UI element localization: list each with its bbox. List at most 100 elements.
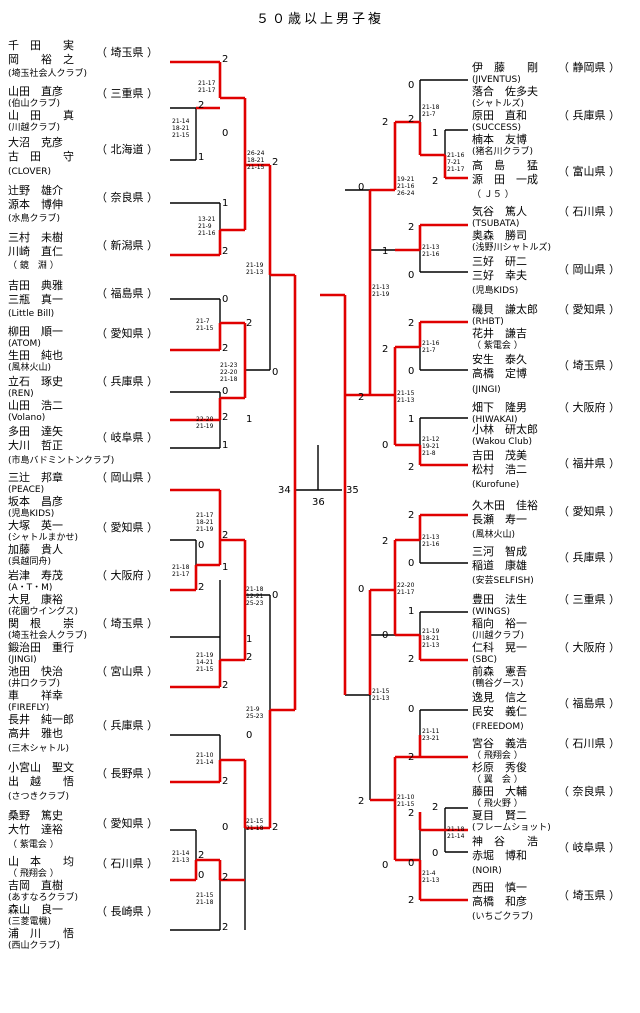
match-score: 21-18 bbox=[172, 564, 190, 571]
games-won: 2 bbox=[408, 895, 415, 906]
games-lost: 1 bbox=[222, 562, 229, 573]
match-number: 36 bbox=[312, 497, 325, 508]
club-name: (風林火山) bbox=[472, 530, 516, 540]
player-name: 山田 直彦 bbox=[8, 85, 63, 98]
club-name: (三木シャトル) bbox=[8, 744, 70, 754]
prefecture: （ 長崎県 ） bbox=[96, 905, 158, 918]
prefecture: （ 静岡県 ） bbox=[558, 61, 620, 74]
player-name: 楠本 友博 bbox=[472, 133, 527, 146]
player-name: 三瓶 真一 bbox=[8, 293, 63, 306]
match-score: 21-18 bbox=[220, 376, 238, 383]
prefecture: （ 愛知県 ） bbox=[96, 817, 158, 830]
prefecture: （ 愛知県 ） bbox=[558, 303, 620, 316]
match-score: 22-20 bbox=[397, 582, 415, 589]
player-name: 山 本 均 bbox=[8, 855, 74, 868]
match-score: 14-21 bbox=[196, 659, 214, 666]
match-score: 18-21 bbox=[172, 125, 190, 132]
prefecture: （ 石川県 ） bbox=[558, 737, 620, 750]
club-name: (TSUBATA) bbox=[472, 219, 520, 229]
match-score: 22-20 bbox=[220, 369, 238, 376]
games-won: 2 bbox=[246, 652, 253, 663]
games-won: 2 bbox=[222, 922, 229, 933]
prefecture: （ 福島県 ） bbox=[558, 697, 620, 710]
player-name: 前森 憲吾 bbox=[472, 665, 527, 678]
match-score: 18-21 bbox=[196, 519, 214, 526]
match-score: 21-17 bbox=[447, 166, 465, 173]
club-name: (WINGS) bbox=[472, 607, 510, 617]
club-name: (RHBT) bbox=[472, 317, 504, 327]
player-name: 神 谷 浩 bbox=[472, 835, 538, 848]
match-score: 19-21 bbox=[422, 443, 440, 450]
club-name: (シャトルまかせ) bbox=[8, 533, 79, 543]
prefecture: （ 岐阜県 ） bbox=[558, 841, 620, 854]
player-name: 鍛治田 重行 bbox=[8, 641, 74, 654]
club-name: (猪名川クラブ) bbox=[472, 147, 534, 157]
match-score: 21-15 bbox=[172, 132, 190, 139]
games-won: 2 bbox=[198, 100, 205, 111]
prefecture: （ 三重県 ） bbox=[96, 87, 158, 100]
prefecture: （ 愛知県 ） bbox=[96, 327, 158, 340]
games-lost: 0 bbox=[358, 182, 365, 193]
match-score: 12-21 bbox=[246, 593, 264, 600]
club-name: (川越クラブ) bbox=[472, 631, 525, 641]
player-name: 奥森 勝司 bbox=[472, 229, 527, 242]
player-name: 辻野 雄介 bbox=[8, 184, 63, 197]
match-score: 21-18 bbox=[246, 825, 264, 832]
games-won: 2 bbox=[432, 176, 439, 187]
match-score: 21-13 bbox=[397, 397, 415, 404]
club-name: (SBC) bbox=[472, 655, 498, 665]
match-score: 21-9 bbox=[246, 706, 260, 713]
match-score: 22-20 bbox=[196, 416, 214, 423]
match-score: 18-21 bbox=[247, 157, 265, 164]
player-name: 大川 哲正 bbox=[8, 439, 63, 452]
match-score: 21-15 bbox=[397, 801, 415, 808]
club-name: （ 鏡 淵 ） bbox=[8, 261, 59, 271]
games-won: 2 bbox=[272, 157, 279, 168]
player-name: 吉田 典雅 bbox=[8, 279, 63, 292]
match-score: 21-13 bbox=[372, 695, 390, 702]
player-name: 小宮山 聖文 bbox=[8, 761, 74, 774]
games-lost: 0 bbox=[408, 366, 415, 377]
games-won: 2 bbox=[358, 796, 365, 807]
games-won: 2 bbox=[358, 392, 365, 403]
player-name: 千 田 実 bbox=[8, 39, 74, 52]
player-name: 松村 浩二 bbox=[472, 463, 527, 476]
player-name: 三村 未樹 bbox=[8, 231, 63, 244]
prefecture: （ 兵庫県 ） bbox=[558, 109, 620, 122]
club-name: (FREEDOM) bbox=[472, 722, 524, 732]
games-won: 2 bbox=[246, 318, 253, 329]
player-name: 豊田 法生 bbox=[472, 593, 527, 606]
match-score: 21-13 bbox=[422, 534, 440, 541]
match-score: 21-11 bbox=[422, 728, 440, 735]
prefecture: （ 大阪府 ） bbox=[96, 569, 158, 582]
games-lost: 0 bbox=[432, 848, 439, 859]
games-lost: 0 bbox=[358, 584, 365, 595]
player-name: 夏目 賢二 bbox=[472, 809, 527, 822]
player-name: 宮谷 義浩 bbox=[472, 737, 527, 750]
games-won: 2 bbox=[222, 530, 229, 541]
match-score: 18-21 bbox=[422, 635, 440, 642]
player-name: 気谷 篤人 bbox=[472, 205, 527, 218]
prefecture: （ 北海道 ） bbox=[96, 143, 158, 156]
player-name: 山 田 真 bbox=[8, 109, 74, 122]
player-name: 川崎 直仁 bbox=[8, 245, 63, 258]
match-score: 21-15 bbox=[247, 164, 265, 171]
games-won: 2 bbox=[382, 117, 389, 128]
club-name: (伯山クラブ) bbox=[8, 99, 61, 109]
match-score: 21-15 bbox=[196, 666, 214, 673]
player-name: 吉田 茂美 bbox=[472, 449, 527, 462]
player-name: 長井 純一郎 bbox=[8, 713, 74, 726]
player-name: 伊 藤 剛 bbox=[472, 61, 538, 74]
player-name: 生田 純也 bbox=[8, 349, 63, 362]
match-score: 21-17 bbox=[397, 589, 415, 596]
games-won: 2 bbox=[408, 222, 415, 233]
match-score: 21-16 bbox=[397, 183, 415, 190]
games-lost: 1 bbox=[432, 128, 439, 139]
match-score: 21-10 bbox=[397, 794, 415, 801]
prefecture: （ 埼玉県 ） bbox=[96, 46, 158, 59]
match-score: 7-21 bbox=[447, 159, 461, 166]
prefecture: （ 新潟県 ） bbox=[96, 239, 158, 252]
games-lost: 0 bbox=[222, 294, 229, 305]
player-name: 桑野 篤史 bbox=[8, 809, 63, 822]
player-name: 花井 謙吉 bbox=[472, 327, 527, 340]
